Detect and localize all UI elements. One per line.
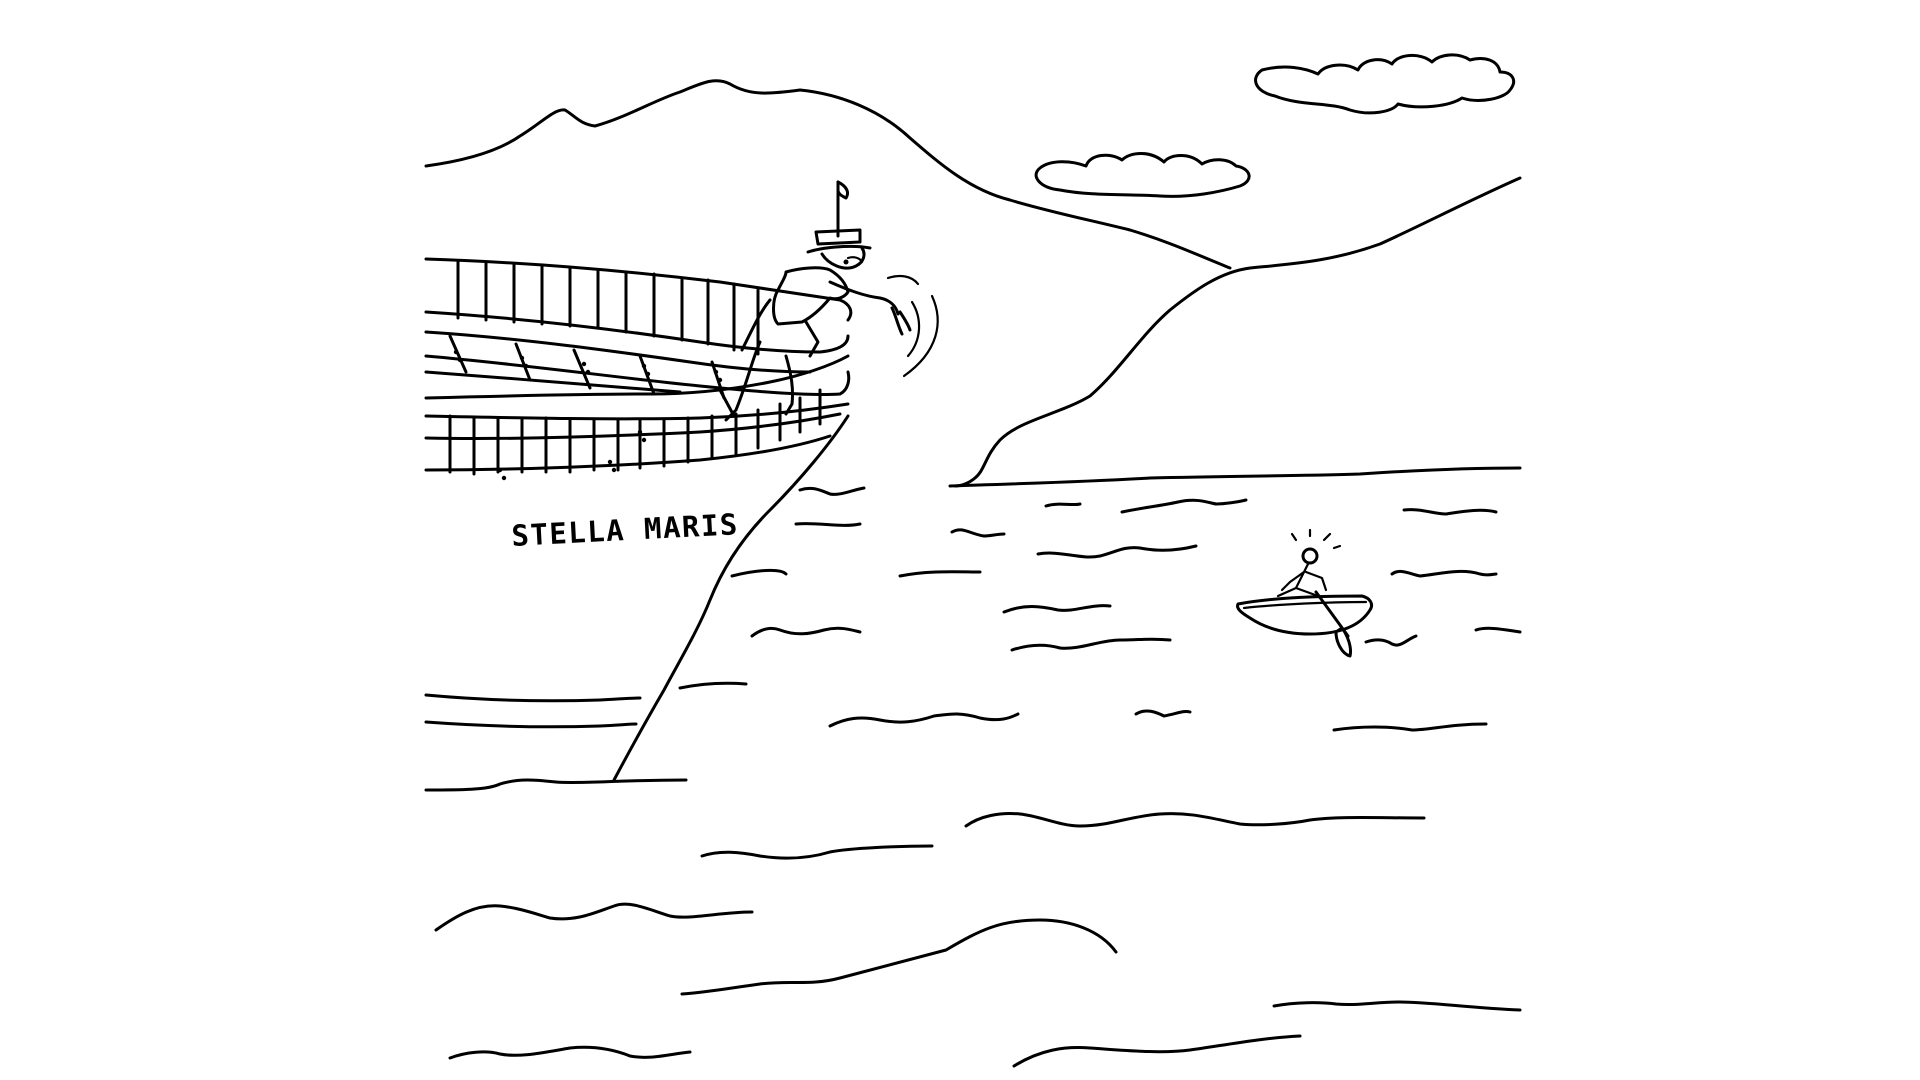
cloud-right	[1254, 53, 1516, 115]
mountain-front	[953, 176, 1522, 488]
sea-waves	[424, 486, 1522, 1068]
rowboat-oar	[1314, 590, 1352, 658]
ship-upper-rail	[424, 257, 853, 322]
captain-hand	[890, 306, 912, 336]
hull-stripe-1	[424, 693, 642, 703]
rower-body	[1276, 562, 1328, 598]
hull-stripe-2	[424, 720, 638, 729]
captain-head	[820, 246, 866, 270]
captain-legs	[718, 340, 794, 422]
rower-head	[1301, 547, 1319, 565]
ship-lower-rail-2	[424, 412, 842, 441]
ship-deck-band-5	[424, 354, 850, 400]
rowboat	[1236, 528, 1374, 658]
lower-rail-posts	[448, 388, 822, 476]
ship-deck-band-2	[424, 330, 812, 374]
captain-hat	[806, 228, 872, 254]
rowboat-hull	[1236, 594, 1374, 636]
captain-arm	[828, 280, 900, 316]
ship-name-label: STELLA MARIS	[511, 507, 740, 553]
captain-figure	[718, 180, 939, 422]
deck-struts	[448, 334, 726, 400]
mountain-back	[424, 79, 1232, 270]
clouds	[1034, 53, 1516, 198]
wave-motion-lines	[886, 274, 939, 378]
cloud-middle	[1034, 152, 1251, 198]
ship-lower-rail	[424, 402, 850, 421]
captain-coat	[772, 266, 850, 326]
ship-lower-rail-3	[424, 434, 832, 472]
flag-icon	[836, 180, 850, 200]
ship-deck-band-1	[424, 310, 850, 354]
ship-deck-band-4	[424, 370, 682, 394]
upper-rail-posts	[456, 260, 760, 356]
rivets	[453, 349, 723, 481]
ship: STELLA MARIS	[424, 257, 853, 782]
ship-bow	[612, 414, 850, 782]
mountains	[424, 79, 1522, 488]
shoreline	[948, 466, 1522, 488]
surprise-marks	[1290, 528, 1342, 550]
